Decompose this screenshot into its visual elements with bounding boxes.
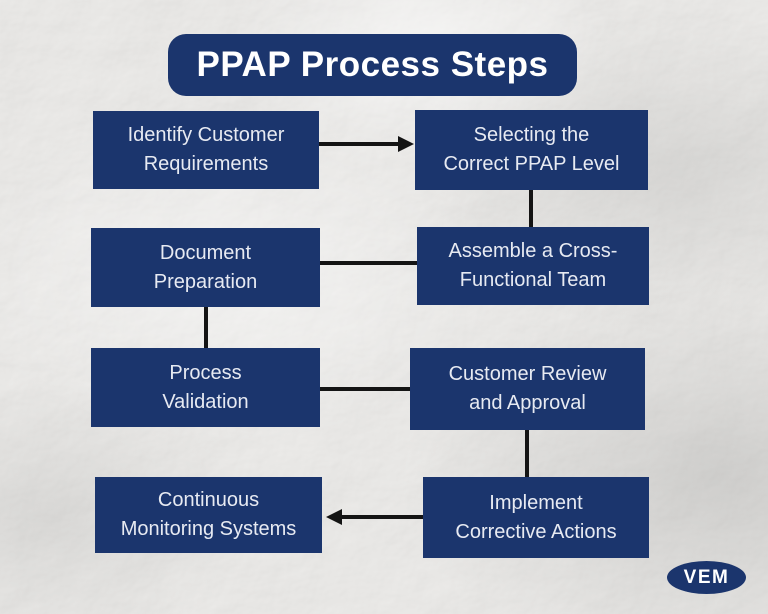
arrow-identify-to-selecting — [319, 142, 400, 146]
step-identify-customer-requirements: Identify Customer Requirements — [93, 111, 319, 189]
connector-validation-to-review — [320, 387, 410, 391]
step-customer-review-and-approval: Customer Review and Approval — [410, 348, 645, 430]
step-selecting-correct-ppap-level: Selecting the Correct PPAP Level — [415, 110, 648, 190]
arrow-implement-to-monitoring — [341, 515, 423, 519]
connector-assemble-to-document — [320, 261, 417, 265]
connector-document-to-validation — [204, 307, 208, 348]
connector-review-to-implement — [525, 430, 529, 477]
connector-selecting-to-assemble — [529, 190, 533, 227]
page-title: PPAP Process Steps — [168, 34, 577, 96]
step-process-validation: Process Validation — [91, 348, 320, 427]
step-implement-corrective-actions: Implement Corrective Actions — [423, 477, 649, 558]
step-continuous-monitoring-systems: Continuous Monitoring Systems — [95, 477, 322, 553]
arrowhead-left-icon — [326, 509, 342, 525]
step-document-preparation: Document Preparation — [91, 228, 320, 307]
vem-logo: VEM — [667, 561, 746, 594]
arrowhead-right-icon — [398, 136, 414, 152]
step-assemble-cross-functional-team: Assemble a Cross- Functional Team — [417, 227, 649, 305]
